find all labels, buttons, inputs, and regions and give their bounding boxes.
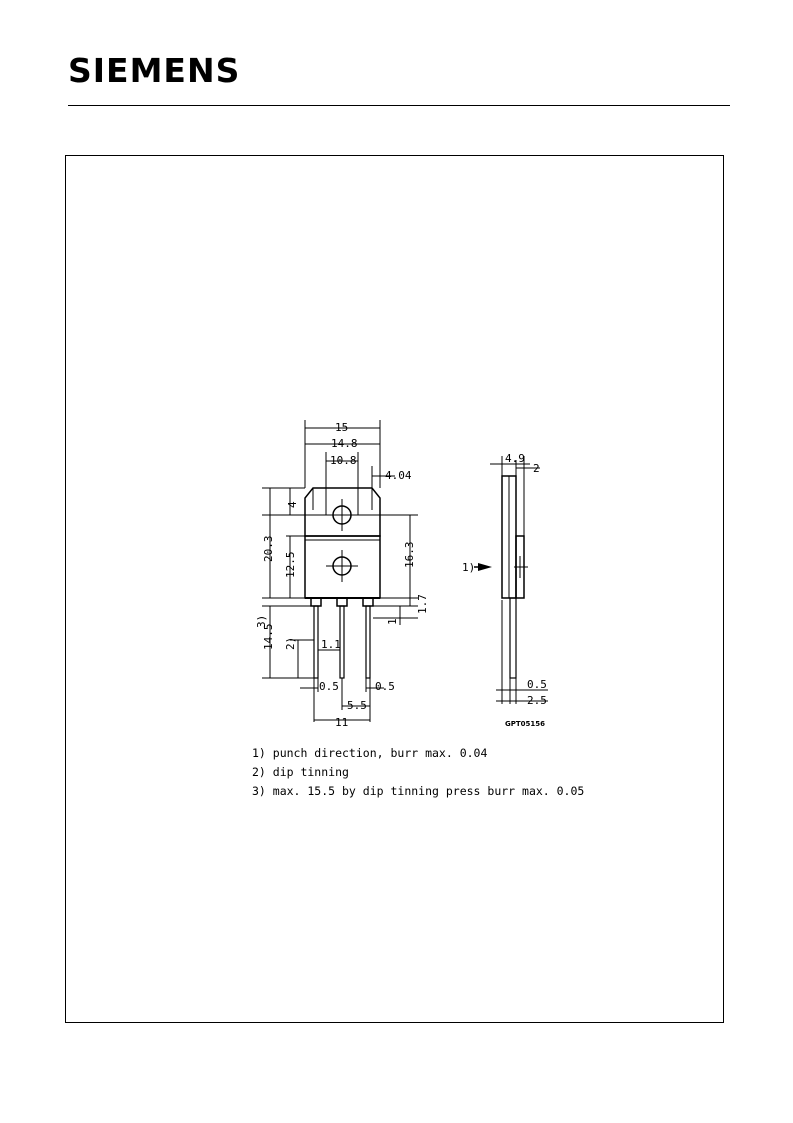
dim-pin-pitch: 5.5 [347,699,367,712]
siemens-logo: SIEMENS [68,51,241,90]
dim-shoulder: 1 [386,618,399,625]
drawing-frame [65,155,724,1023]
dim-width-total: 15 [335,421,348,434]
footnotes: 1) punch direction, burr max. 0.04 2) di… [252,744,584,801]
dim-pin-thickness-left: 0.5 [319,680,339,693]
dim-pin-thickness-right: 0.5 [375,680,395,693]
dim-pin-span: 11 [335,716,348,729]
dim-body-height: 12.5 [284,552,297,579]
note1-marker: 1) [462,561,475,574]
side-view [490,456,548,704]
drawing-code: GPT05156 [505,720,545,728]
dim-lead-thickness: 0.5 [527,678,547,691]
dim-lead-offset: 2.5 [527,694,547,707]
note3-marker: 3) [255,615,268,628]
footnote-2: 2) dip tinning [252,765,349,779]
footnote-3: 3) max. 15.5 by dip tinning press burr m… [252,784,585,798]
note2-marker: 2) [284,637,297,650]
punch-direction-arrow [478,563,492,571]
dim-hole-spacing: 10.8 [330,454,357,467]
dim-depth: 4.9 [505,452,525,465]
dim-overall-height: 20.3 [262,536,275,563]
dim-hole-offset: 4.04 [385,469,412,482]
dim-standoff: 1.7 [416,594,429,614]
front-view [262,420,418,722]
dim-pin-length: 14.5 [262,624,275,651]
dim-tab-height: 4 [286,501,299,508]
dim-width-body: 14.8 [331,437,358,450]
dim-hole-to-pin: 16.3 [403,542,416,569]
header-rule [68,105,730,106]
dim-pin-width: 1.1 [321,638,341,651]
dim-flange: 2 [533,462,540,475]
footnote-1: 1) punch direction, burr max. 0.04 [252,746,488,760]
